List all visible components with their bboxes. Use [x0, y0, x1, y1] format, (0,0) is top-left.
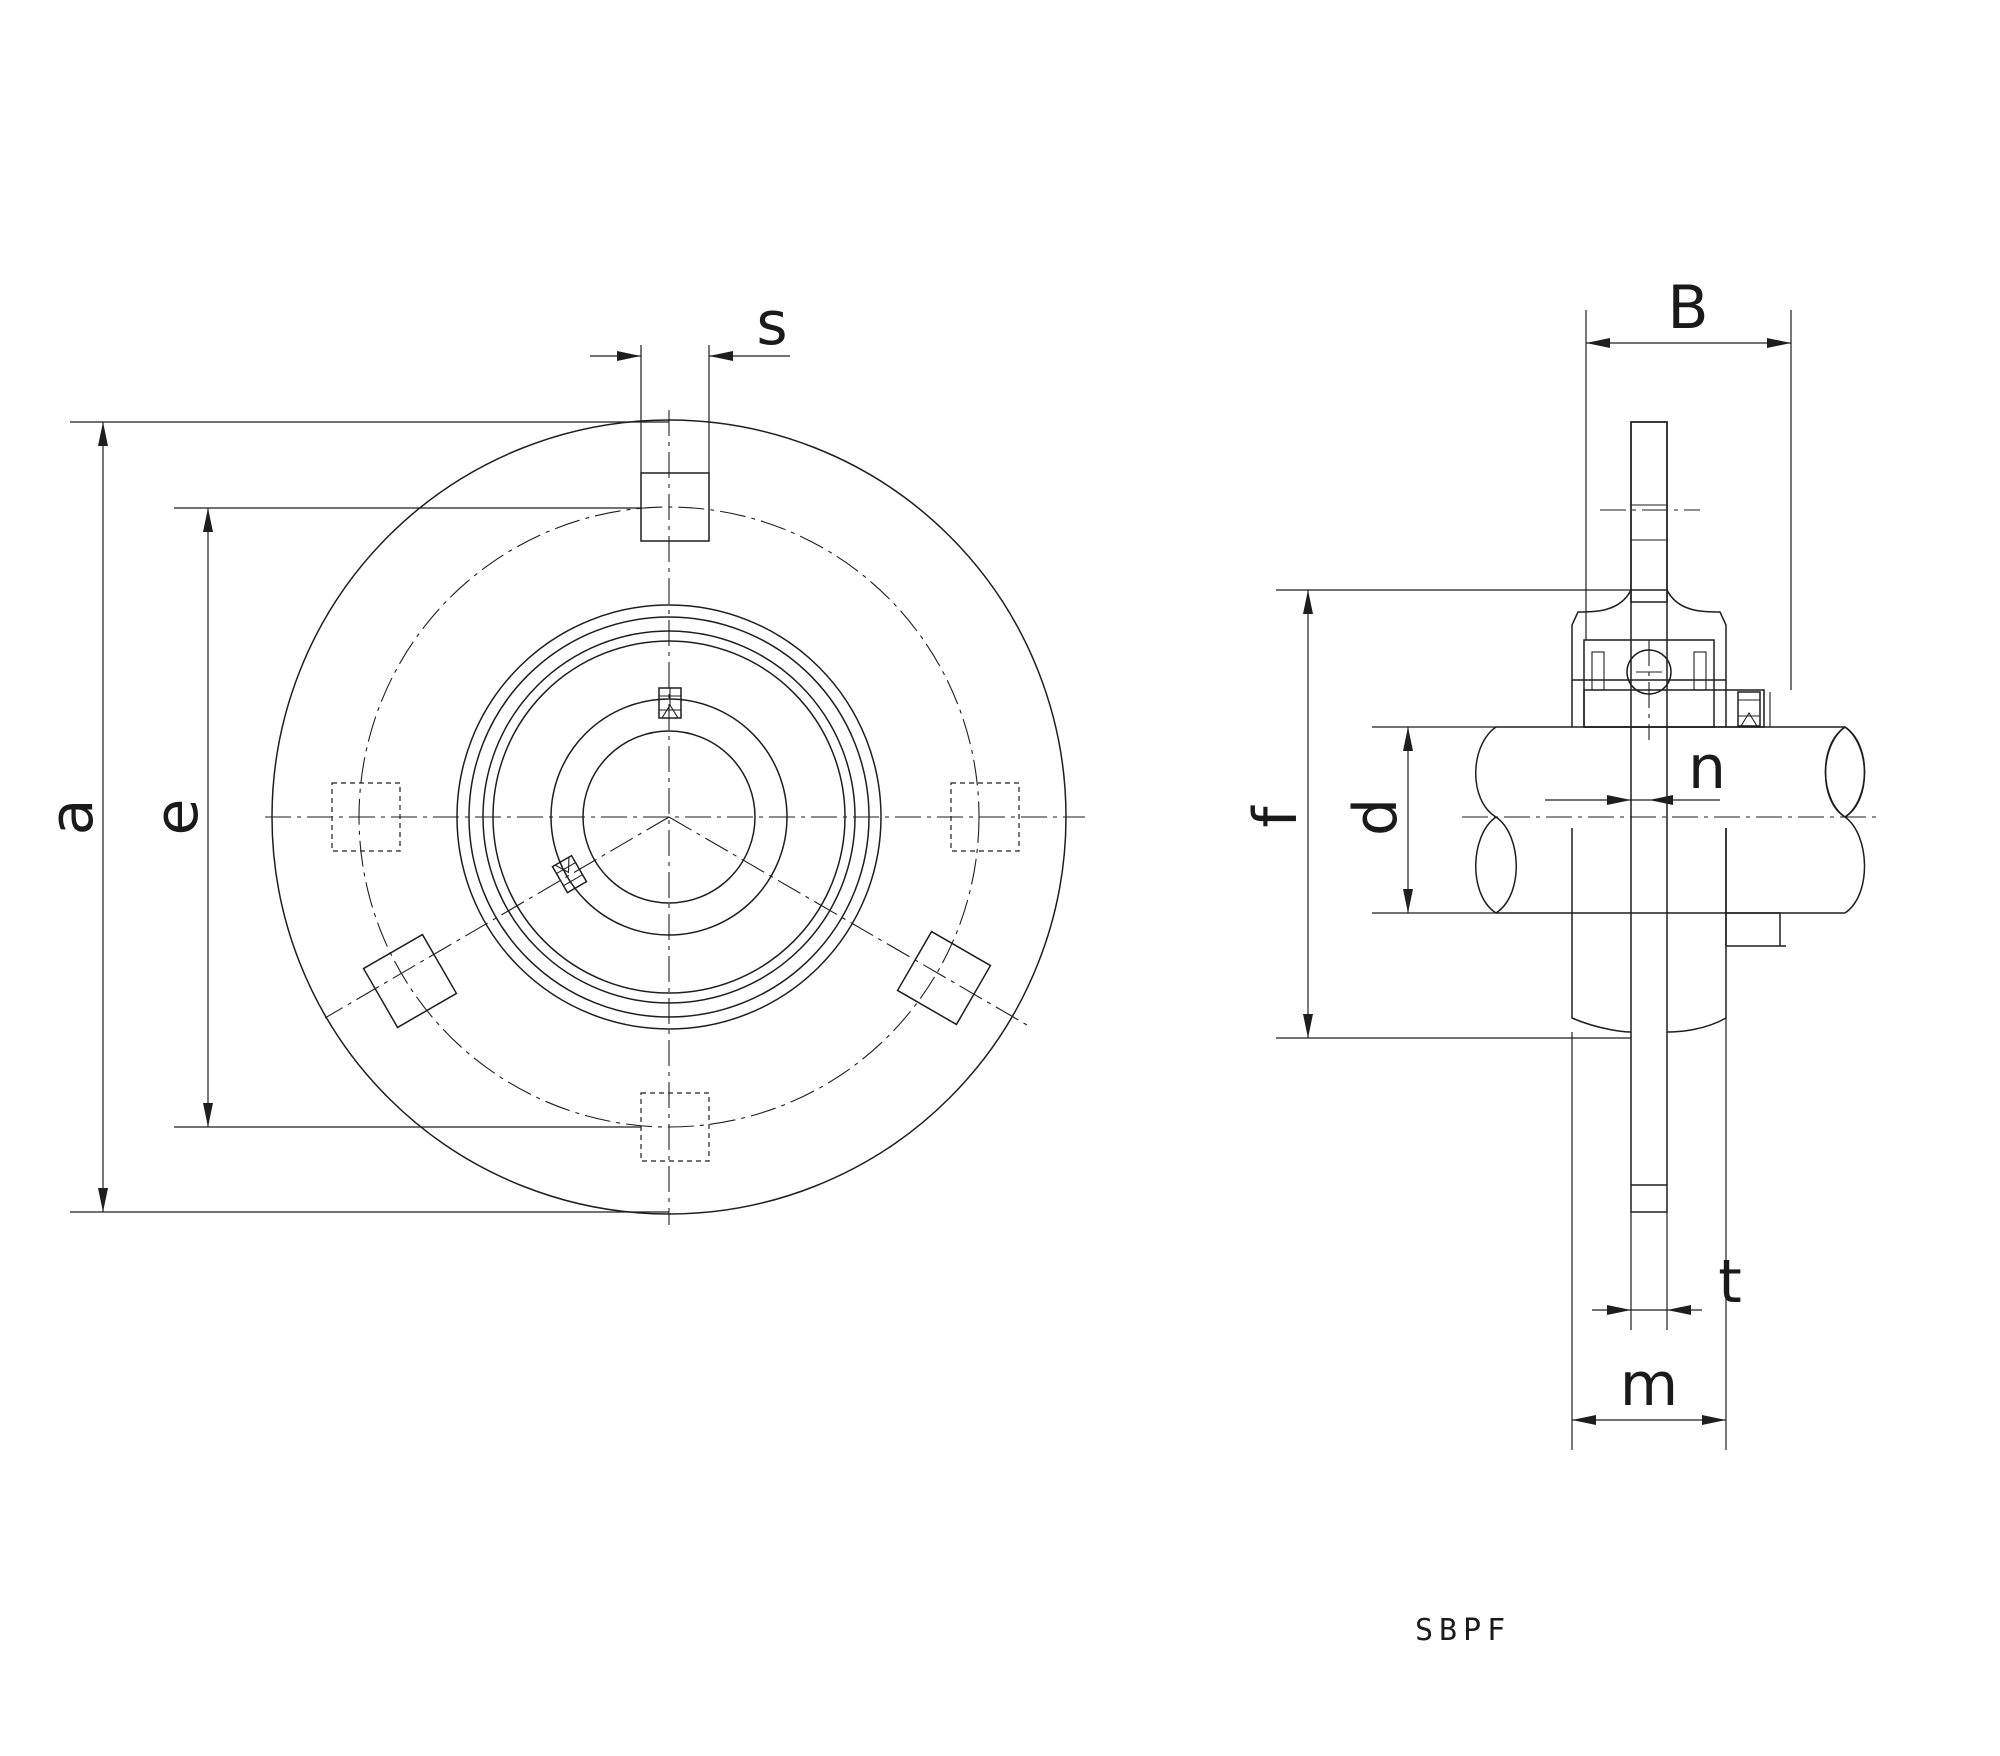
bearing-insert [1583, 639, 1765, 740]
front-view: a e s [37, 289, 1085, 1225]
front-diagonal-centerline-right [668, 816, 1028, 1026]
label-s: s [756, 289, 787, 359]
label-m: m [1620, 1350, 1678, 1420]
dim-arrow-a-bottom [98, 1188, 108, 1212]
shaft [1475, 726, 1866, 914]
dim-arrow-B-left [1586, 338, 1610, 348]
flange-plate [1600, 421, 1700, 1213]
bolt-slot-lower-right [896, 930, 992, 1026]
dim-arrow-f-bottom [1303, 1014, 1313, 1038]
set-screw-side [1737, 691, 1771, 727]
dim-arrow-d-top [1403, 727, 1413, 751]
side-view: B f d n t m [1241, 273, 1880, 1450]
drawing-caption: SBPF [1415, 1613, 1511, 1648]
dim-arrow-n-left [1607, 795, 1631, 805]
dim-arrow-s-left [617, 351, 641, 361]
bolt-slot-left [331, 782, 401, 852]
bolt-slot-top [640, 472, 710, 542]
label-e: e [142, 799, 212, 836]
set-screw-lower-left [551, 854, 588, 894]
dim-arrow-a-top [98, 422, 108, 446]
set-screw-top [658, 687, 682, 719]
dim-arrow-e-bottom [203, 1103, 213, 1127]
dim-arrow-n-right [1649, 795, 1673, 805]
bolt-slot-right [950, 782, 1020, 852]
dim-arrow-e-top [203, 508, 213, 532]
label-d: d [1341, 798, 1411, 836]
front-diagonal-centerline-left [324, 816, 670, 1019]
label-t: t [1718, 1247, 1742, 1317]
bolt-slot-lower-left [362, 933, 458, 1029]
dim-arrow-d-bottom [1403, 889, 1413, 913]
dim-arrow-m-right [1702, 1415, 1726, 1425]
dim-arrow-f-top [1303, 590, 1313, 614]
dim-arrow-t-left [1607, 1305, 1631, 1315]
dim-arrow-B-right [1767, 338, 1791, 348]
label-f: f [1241, 805, 1311, 828]
dim-arrow-s-right [709, 351, 733, 361]
label-B: B [1667, 273, 1708, 343]
label-a: a [37, 799, 107, 836]
dim-arrow-t-right [1667, 1305, 1691, 1315]
dim-arrow-m-left [1572, 1415, 1596, 1425]
label-n: n [1688, 733, 1726, 803]
